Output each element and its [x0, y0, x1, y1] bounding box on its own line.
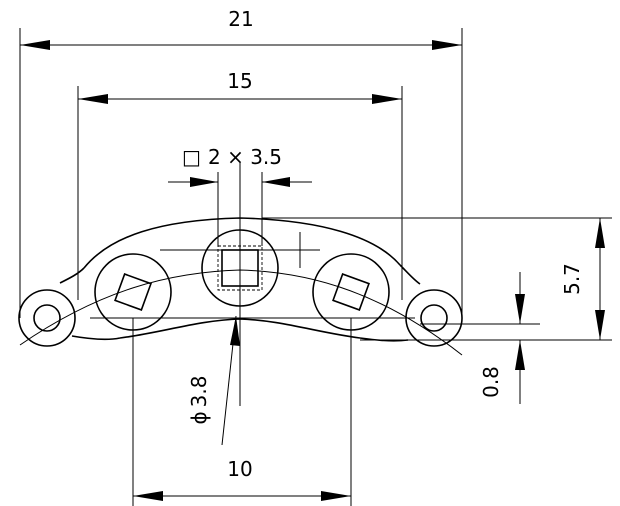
diameter-value: 3.8	[187, 375, 211, 407]
diameter-symbol: ϕ	[187, 411, 211, 424]
left-eye-hole	[33, 304, 61, 332]
dimension-5-7-label: 5.7	[560, 263, 584, 295]
right-square-hole	[332, 273, 370, 311]
square-callout-label: 2 × 3.5	[208, 145, 282, 169]
right-eye-hole	[420, 304, 448, 332]
dimension-diameter: ϕ 3.8	[187, 315, 240, 446]
square-callout: □ 2 × 3.5	[168, 145, 312, 246]
left-eye-ring	[18, 289, 76, 347]
dimension-10: 10	[132, 318, 352, 506]
left-square-hole	[114, 273, 152, 311]
dimension-0-8-label: 0.8	[479, 366, 503, 398]
dimension-21-label: 21	[228, 7, 253, 31]
dimension-15: 15	[77, 69, 403, 300]
center-lines	[19, 162, 463, 406]
dimension-10-label: 10	[227, 457, 252, 481]
square-symbol: □	[182, 145, 201, 169]
dimension-21: 21	[19, 7, 463, 318]
dimension-0-8: 0.8	[420, 272, 540, 404]
dimension-5-7: 5.7	[262, 217, 612, 341]
dimension-diameter-label: ϕ 3.8	[187, 375, 211, 424]
dimension-15-label: 15	[227, 69, 252, 93]
